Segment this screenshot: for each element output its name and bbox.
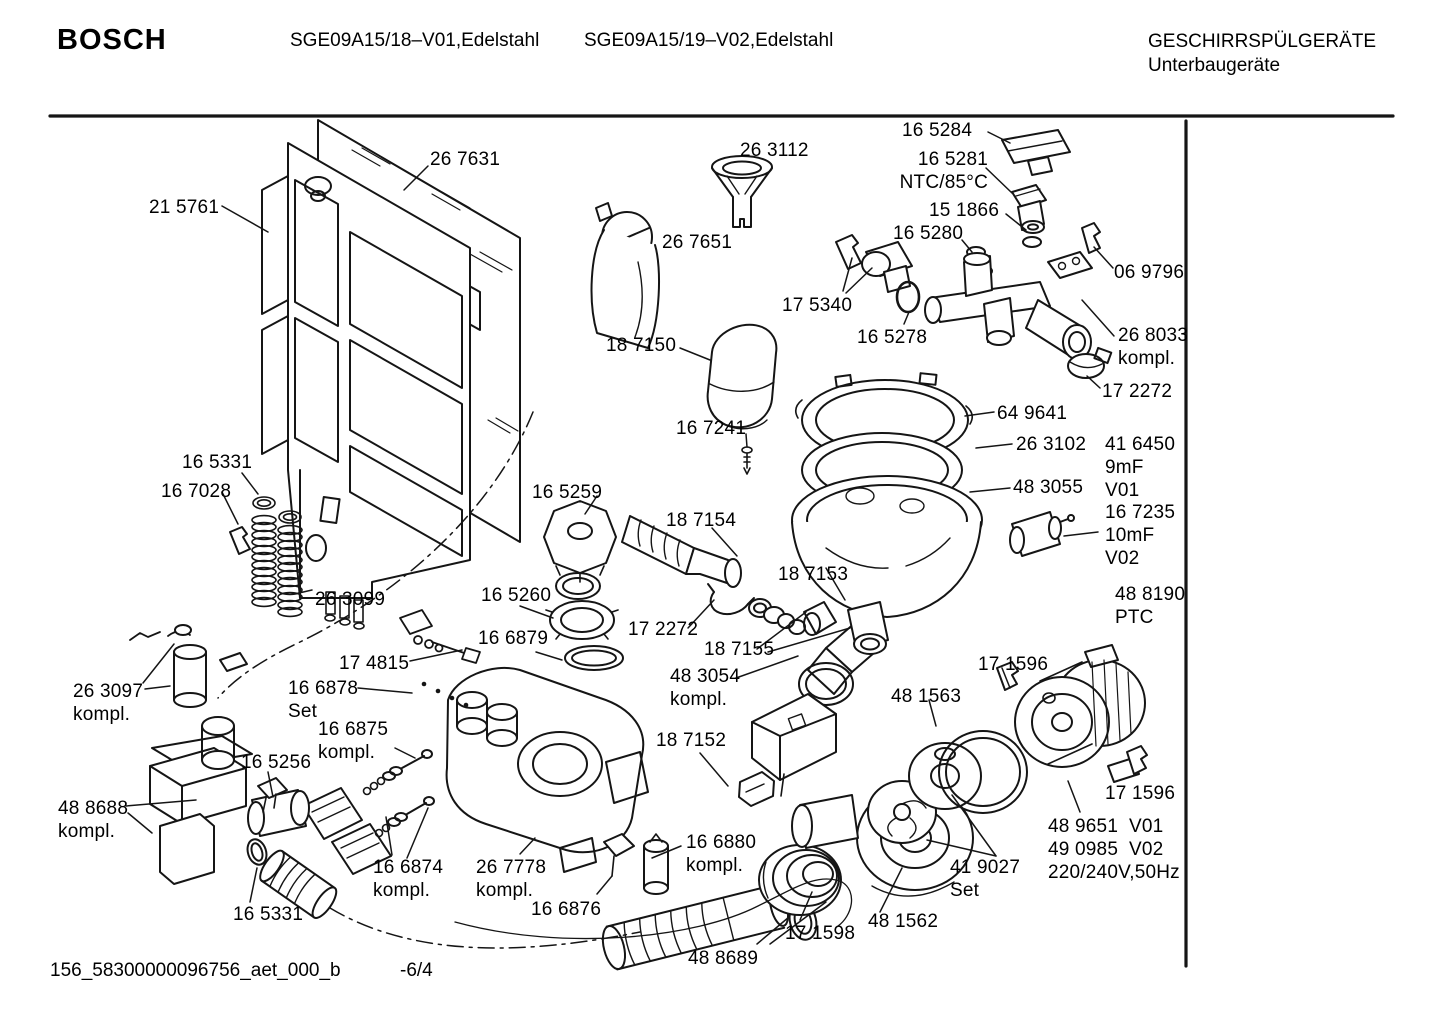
page-rules	[48, 114, 1395, 968]
part-label-16-5331-b: 16 5331	[233, 904, 304, 925]
solenoid-sets-drawing	[302, 749, 435, 875]
injector-shaft-drawing	[399, 609, 481, 664]
part-label-17-1598: 17 1598	[785, 923, 856, 944]
part-label-26-3102: 26 3102	[1016, 434, 1087, 455]
document-category: GESCHIRRSPÜLGERÄTE Unterbaugeräte	[1148, 30, 1376, 78]
part-label-15-1866: 15 1866	[929, 200, 1000, 221]
category-line1: GESCHIRRSPÜLGERÄTE	[1148, 31, 1377, 52]
bosch-logo: BOSCH	[57, 24, 167, 56]
part-label-49-0985: 49 0985 V02	[1048, 839, 1164, 860]
inlet-group-drawing	[835, 129, 1113, 379]
part-label-16-5331-a: 16 5331	[182, 452, 253, 473]
model-designation-right: SGE09A15/19–V02,Edelstahl	[584, 30, 834, 51]
part-label-48-8190: 48 8190 PTC	[1115, 584, 1186, 628]
screw-drawing	[741, 446, 753, 475]
part-label-16-6879: 16 6879	[478, 628, 549, 649]
part-label-16-5260: 16 5260	[481, 585, 552, 606]
part-label-16-5284: 16 5284	[902, 120, 973, 141]
ring-stack-drawing	[758, 844, 842, 916]
jug-drawing	[590, 202, 661, 349]
part-label-26-7778: 26 7778 kompl.	[476, 857, 547, 901]
category-line2: Unterbaugeräte	[1148, 55, 1281, 76]
part-label-48-8688: 48 8688 kompl.	[58, 798, 129, 842]
dispenser-drawing	[129, 624, 248, 708]
part-label-18-7154: 18 7154	[666, 510, 737, 531]
part-label-26-3112: 26 3112	[740, 140, 809, 161]
part-label-16-5259: 16 5259	[532, 482, 603, 503]
part-label-26-8033: 26 8033 kompl.	[1118, 325, 1189, 369]
funnel-drawing	[711, 155, 773, 228]
inlet-valve-assembly-drawing	[149, 716, 338, 919]
part-label-06-9796: 06 9796	[1114, 262, 1185, 283]
part-label-48-3054: 48 3054 kompl.	[670, 666, 741, 710]
part-label-16-7235: 16 7235 10mF V02	[1105, 502, 1176, 569]
part-label-16-7241: 16 7241	[676, 418, 747, 439]
reference-lines	[217, 411, 853, 949]
part-label-26-7631: 26 7631	[430, 149, 501, 170]
part-label-voltage: 220/240V,50Hz	[1048, 862, 1180, 883]
part-label-17-2272-a: 17 2272	[1102, 381, 1173, 402]
impeller-set-drawing	[867, 730, 1028, 844]
capacitor-drawing	[1009, 511, 1075, 557]
part-label-41-6450: 41 6450 9mF V01	[1105, 434, 1176, 501]
part-label-21-5761: 21 5761	[149, 197, 220, 218]
part-label-16-5281: 16 5281 NTC/85°C	[899, 149, 988, 193]
model-designation-left: SGE09A15/18–V01,Edelstahl	[290, 30, 540, 51]
mounting-panel-drawing	[261, 119, 521, 630]
part-label-16-5278: 16 5278	[857, 327, 928, 348]
small-cartridge-drawing	[603, 833, 669, 895]
part-label-26-3097: 26 3097 kompl.	[73, 681, 144, 725]
part-label-18-7153: 18 7153	[778, 564, 849, 585]
part-label-18-7152: 18 7152	[656, 730, 727, 751]
part-label-48-1562: 48 1562	[868, 911, 939, 932]
switch-assembly-drawing	[738, 693, 837, 807]
part-label-16-6874: 16 6874 kompl.	[373, 857, 444, 901]
sump-body-drawing	[445, 666, 649, 873]
part-label-16-6878: 16 6878 Set	[288, 678, 359, 722]
part-label-16-5256: 16 5256	[241, 752, 312, 773]
part-label-48-3055: 48 3055	[1013, 477, 1084, 498]
part-label-41-9027: 41 9027 Set	[950, 857, 1021, 901]
part-label-17-1596-b: 17 1596	[1105, 783, 1176, 804]
part-label-17-2272-b: 17 2272	[628, 619, 699, 640]
part-label-17-5340: 17 5340	[782, 295, 853, 316]
part-label-16-6880: 16 6880 kompl.	[686, 832, 757, 876]
part-label-16-6875: 16 6875 kompl.	[318, 719, 389, 763]
part-label-16-7028: 16 7028	[161, 481, 232, 502]
part-label-18-7150: 18 7150	[606, 335, 677, 356]
cover-drawing	[706, 323, 778, 430]
part-label-26-7651: 26 7651	[662, 232, 733, 253]
part-label-16-6876: 16 6876	[531, 899, 602, 920]
springs-drawing	[229, 496, 303, 618]
part-label-48-1563: 48 1563	[891, 686, 962, 707]
part-label-26-3099: 26 3099	[315, 589, 386, 610]
part-label-48-9651: 48 9651 V01	[1048, 816, 1164, 837]
part-label-18-7155: 18 7155	[704, 639, 775, 660]
motor-drawing	[996, 644, 1148, 783]
tub-assembly-drawing	[791, 372, 983, 655]
part-label-48-8689: 48 8689	[688, 948, 759, 969]
cap-ring-stack-drawing	[543, 500, 624, 671]
part-label-17-4815: 17 4815	[339, 653, 410, 674]
part-label-64-9641: 64 9641	[997, 403, 1068, 424]
part-label-16-5280: 16 5280	[893, 223, 964, 244]
part-label-17-1596-a: 17 1596	[978, 654, 1049, 675]
document-code: 156_58300000096756_aet_000_b	[50, 960, 341, 981]
page-reference: -6/4	[400, 960, 433, 981]
leader-lines	[125, 131, 1115, 945]
